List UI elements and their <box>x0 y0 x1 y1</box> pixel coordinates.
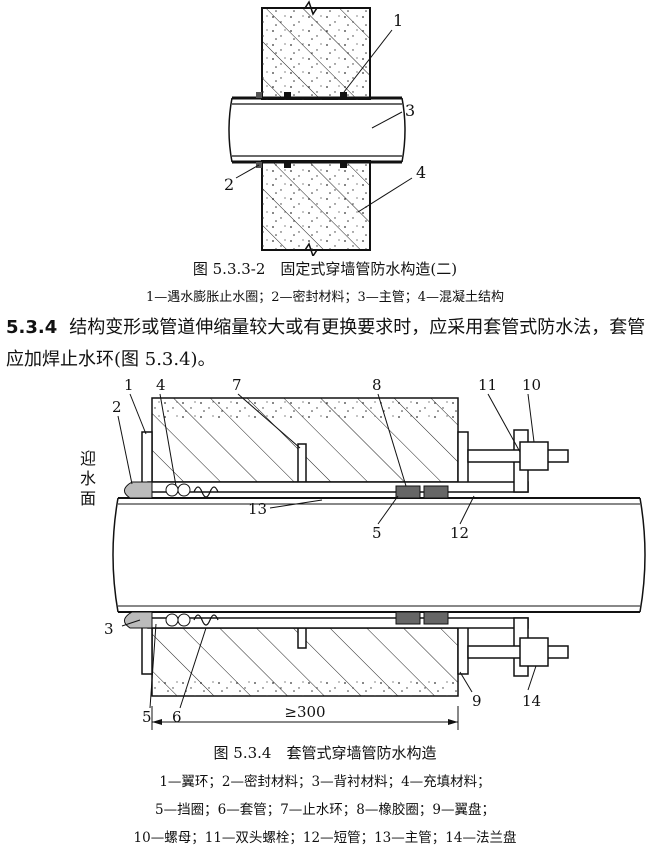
section-number: 5.3.4 <box>6 317 58 338</box>
fig2-label-4: 4 <box>156 376 166 394</box>
fig2-label-12: 12 <box>450 524 469 542</box>
fig2-label-3: 3 <box>104 620 114 638</box>
fig2-label-7: 7 <box>232 376 242 394</box>
fig2-label-2: 2 <box>112 398 122 416</box>
fig2-label-9: 9 <box>472 692 482 710</box>
fig2-label-6: 6 <box>172 708 182 726</box>
fig1-label-1: 1 <box>393 11 403 30</box>
figure-2-legend-line-1: 1—翼环；2—密封材料；3—背衬材料；4—充填材料； <box>159 774 491 790</box>
figure-1-drawing: 1 2 3 4 <box>224 0 426 256</box>
figure-2-legend-line-2: 5—挡圈；6—套管；7—止水环；8—橡胶圈；9—翼盘； <box>155 802 495 818</box>
fig2-label-8: 8 <box>372 376 382 394</box>
fig2-label-5b: 5 <box>142 708 152 726</box>
fig2-side-label-3: 面 <box>80 489 96 508</box>
figure-1-caption: 图 5.3.3-2 固定式穿墙管防水构造(二) <box>192 260 458 278</box>
fig2-label-10: 10 <box>522 376 541 394</box>
fig1-label-3: 3 <box>405 101 415 120</box>
fig2-dimension: ≥300 <box>284 703 325 721</box>
fig2-label-11: 11 <box>478 376 497 394</box>
fig1-main-pipe <box>232 100 402 160</box>
fig1-label-2: 2 <box>224 175 234 194</box>
fig2-side-label-1: 迎 <box>80 449 96 468</box>
fig2-side-label-2: 水 <box>80 469 96 488</box>
fig2-label-1: 1 <box>124 376 134 394</box>
fig1-label-4: 4 <box>416 163 426 182</box>
section-text: 结构变形或管道伸缩量较大或有更换要求时，应采用套管式防水法，套管应加焊止水环(图… <box>6 317 646 370</box>
figure-2-drawing: ≥300 迎 水 面 1 4 7 8 11 10 2 13 5 12 3 5 6… <box>80 376 646 730</box>
fig2-label-13: 13 <box>248 500 267 518</box>
figure-2-caption: 图 5.3.4 套管式穿墙管防水构造 <box>213 744 437 762</box>
fig2-label-14: 14 <box>522 692 541 710</box>
fig2-label-5a: 5 <box>372 524 382 542</box>
figure-1-legend: 1—遇水膨胀止水圈；2—密封材料；3—主管；4—混凝土结构 <box>145 290 505 305</box>
figure-2-legend-line-3: 10—螺母；11—双头螺栓；12—短管；13—主管；14—法兰盘 <box>133 830 517 846</box>
